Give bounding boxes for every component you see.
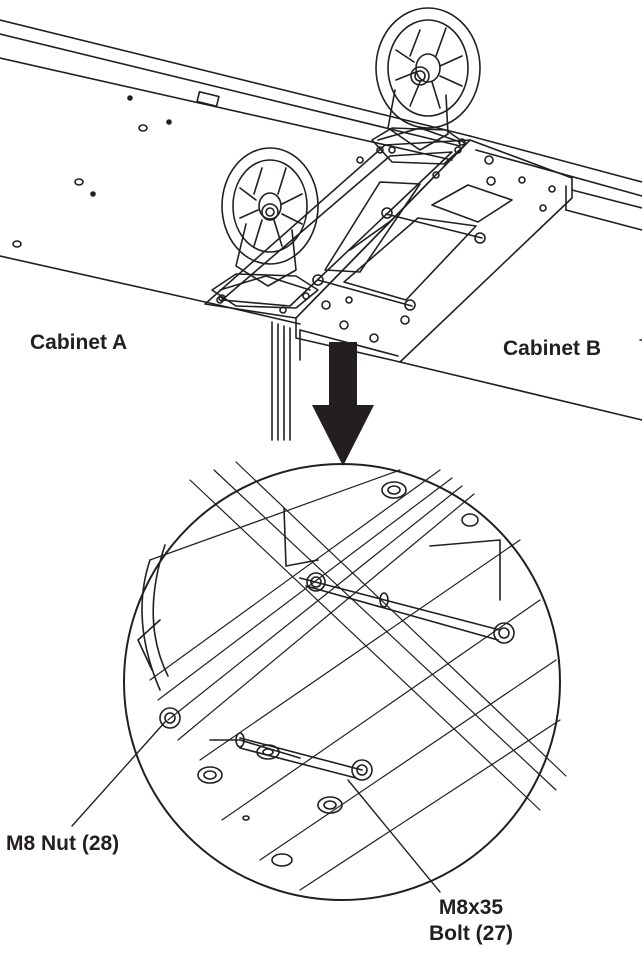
nut-leader-line: [71, 721, 166, 827]
cabinet-b-label: Cabinet B: [503, 337, 602, 360]
detail-magnifier: [123, 461, 567, 901]
caster-wheel-icon: [371, 7, 481, 165]
bolt-label-line1: M8x35: [438, 896, 504, 919]
joint-plate: [204, 139, 573, 363]
caster-wheel-icon: [211, 147, 319, 309]
cabinet-a-label: Cabinet A: [30, 331, 128, 354]
down-arrow-icon: [312, 342, 374, 466]
nut-label: M8 Nut (28): [6, 832, 120, 855]
cabinet-b-panel: [399, 135, 642, 421]
cabinet-edges: [271, 321, 301, 441]
bolt-leader-line: [347, 779, 441, 893]
cabinet-a-panel: [0, 19, 471, 325]
bolt-label-line2: Bolt (27): [429, 922, 513, 945]
